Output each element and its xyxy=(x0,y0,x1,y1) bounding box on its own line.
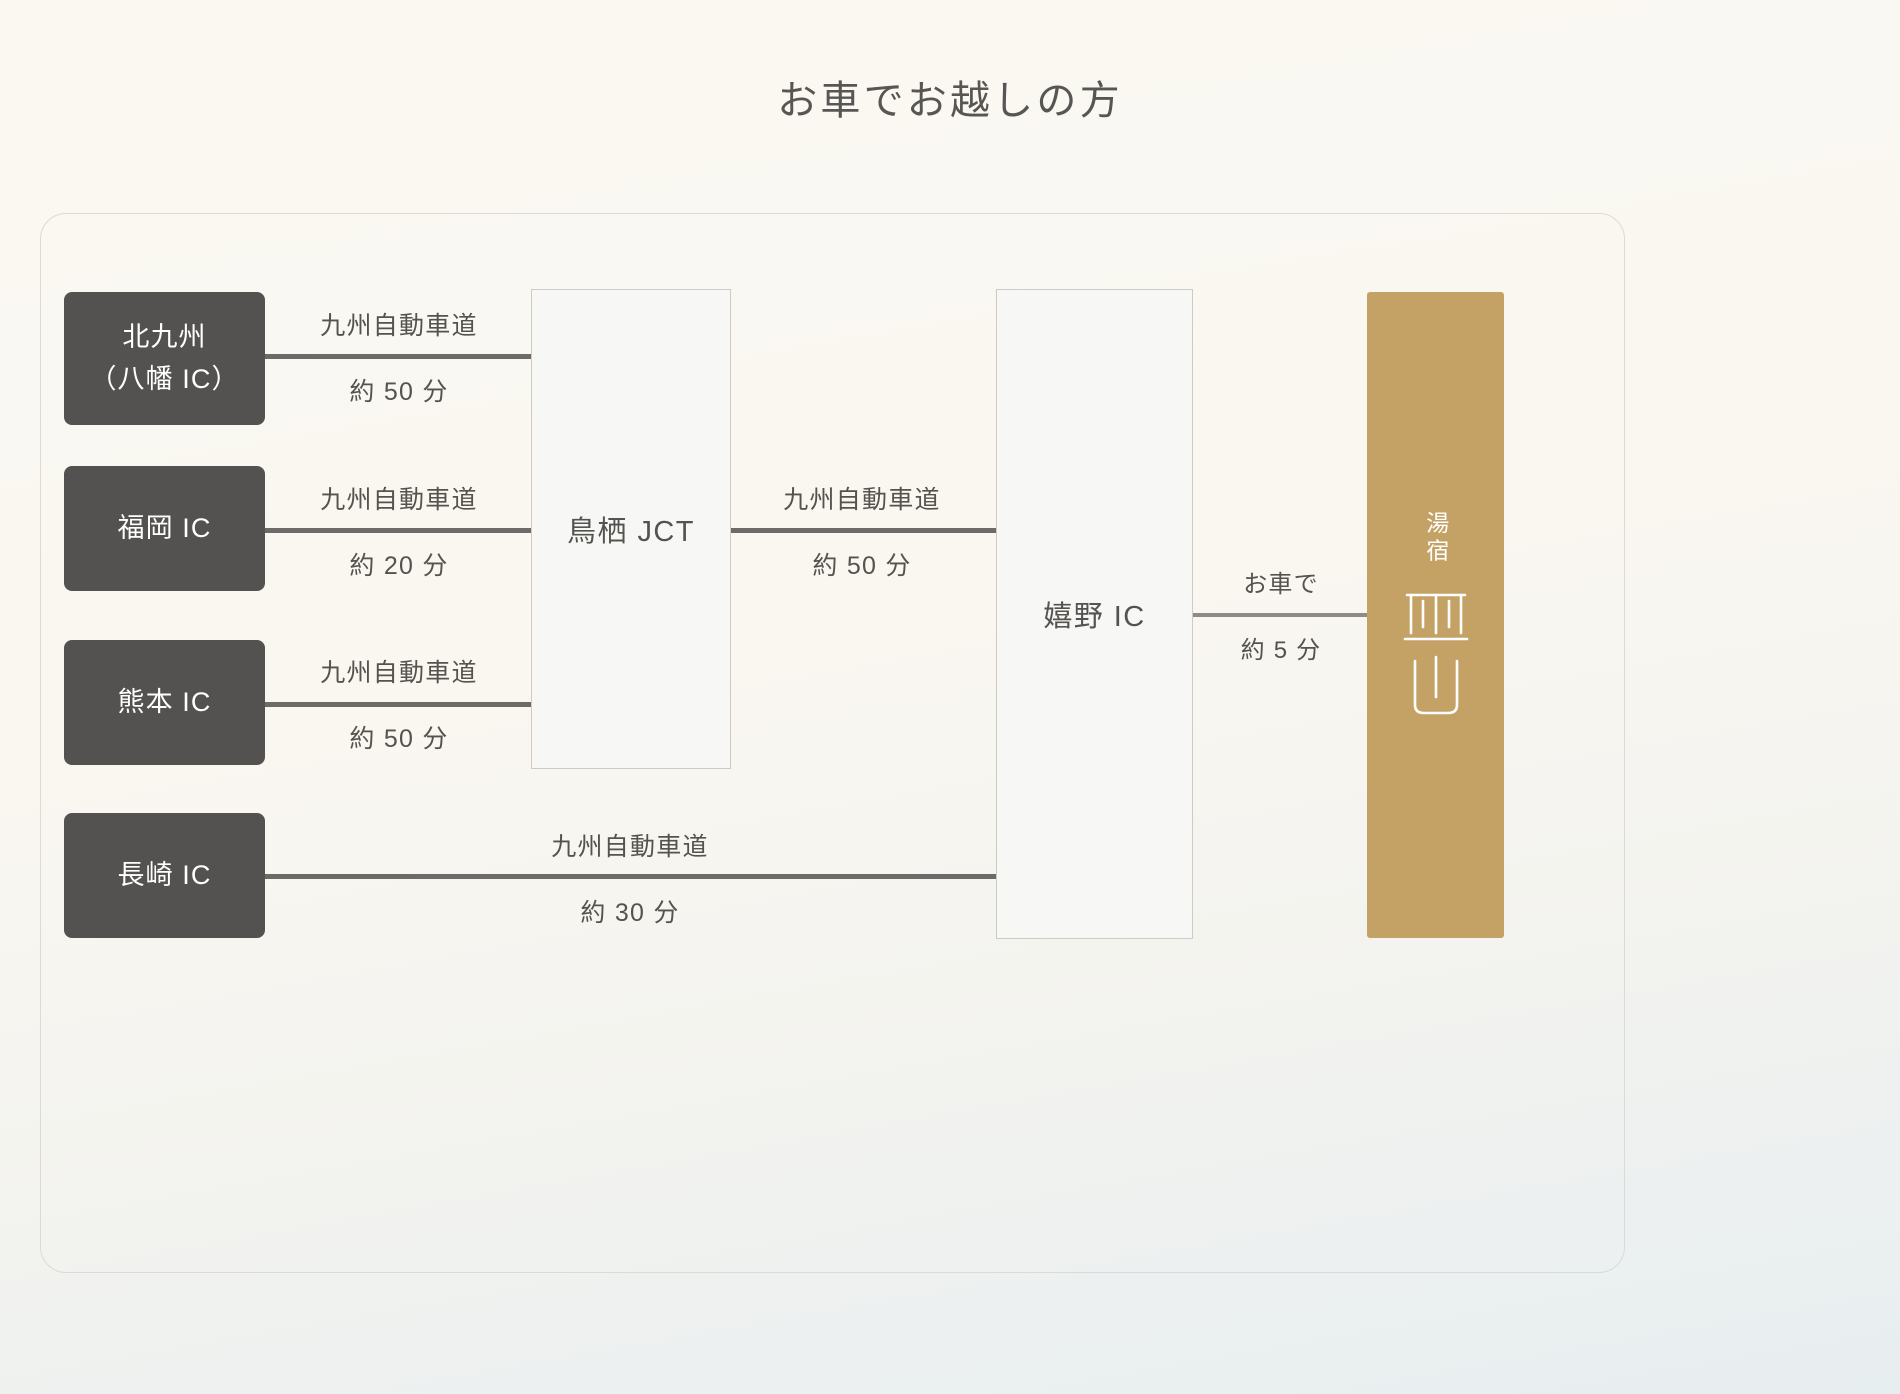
line-ureshino-to-destination xyxy=(1192,613,1368,617)
node-box-ureshino-ic[interactable]: 嬉野 IC xyxy=(996,289,1193,939)
origin-box-nagasaki[interactable]: 長崎 IC xyxy=(64,813,265,938)
connector-route-kumamoto-to-tosu: 九州自動車道 xyxy=(320,659,478,687)
line-kitakyushu-to-tosu xyxy=(264,354,534,359)
origin-label-line1: 熊本 IC xyxy=(117,686,212,717)
connector-duration-nagasaki-to-ureshino: 約 30 分 xyxy=(580,899,680,927)
connector-route-nagasaki-to-ureshino: 九州自動車道 xyxy=(551,833,709,861)
connector-duration-ureshino-to-destination: 約 5 分 xyxy=(1240,637,1322,664)
origin-label-line2: （八幡 IC） xyxy=(89,363,240,394)
diagram-panel xyxy=(40,213,1625,1273)
origin-box-kitakyushu[interactable]: 北九州 （八幡 IC） xyxy=(64,292,265,425)
connector-route-tosu-to-ureshino: 九州自動車道 xyxy=(783,486,941,514)
connector-route-ureshino-to-destination: お車で xyxy=(1243,571,1319,598)
origin-box-fukuoka[interactable]: 福岡 IC xyxy=(64,466,265,591)
yuyado-seal-icon xyxy=(1403,593,1468,715)
page-title: お車でお越しの方 xyxy=(777,79,1123,123)
connector-duration-kumamoto-to-tosu: 約 50 分 xyxy=(349,725,449,753)
connector-duration-kitakyushu-to-tosu: 約 50 分 xyxy=(349,378,449,406)
destination-label: 湯宿 xyxy=(1422,510,1449,566)
destination-box-yuyado[interactable]: 湯宿 xyxy=(1367,292,1504,938)
origin-box-kumamoto[interactable]: 熊本 IC xyxy=(64,640,265,765)
line-nagasaki-to-ureshino xyxy=(264,874,996,879)
line-fukuoka-to-tosu xyxy=(264,528,534,533)
connector-duration-tosu-to-ureshino: 約 50 分 xyxy=(812,552,912,580)
node-label-ureshino-ic: 嬉野 IC xyxy=(1043,601,1146,633)
origin-label-line1: 長崎 IC xyxy=(117,859,212,890)
line-tosu-to-ureshino xyxy=(728,528,996,533)
connector-route-kitakyushu-to-tosu: 九州自動車道 xyxy=(320,312,478,340)
node-box-tosu-jct[interactable]: 鳥栖 JCT xyxy=(531,289,731,769)
line-kumamoto-to-tosu xyxy=(264,702,534,707)
connector-duration-fukuoka-to-tosu: 約 20 分 xyxy=(349,552,449,580)
node-label-tosu-jct: 鳥栖 JCT xyxy=(567,516,695,548)
origin-label-line1: 福岡 IC xyxy=(117,512,212,543)
origin-label-line1: 北九州 xyxy=(122,321,207,352)
connector-route-fukuoka-to-tosu: 九州自動車道 xyxy=(320,486,478,514)
